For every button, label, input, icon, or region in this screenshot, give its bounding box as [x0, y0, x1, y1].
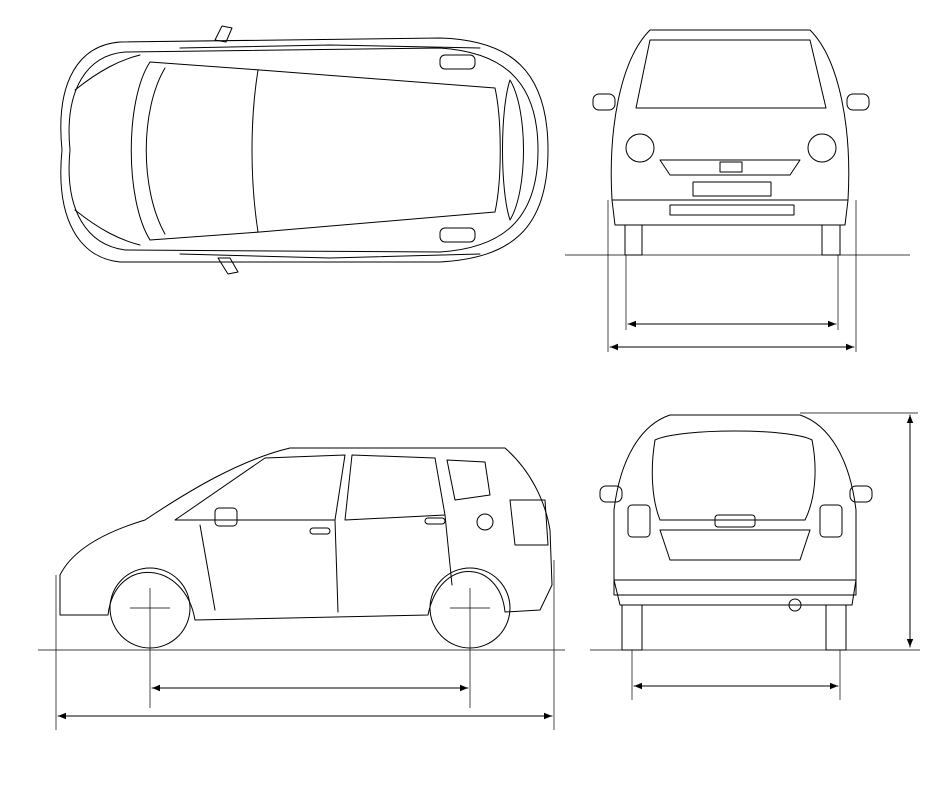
top-view — [60, 25, 549, 275]
rear-view — [590, 412, 920, 700]
front-view — [565, 29, 910, 352]
side-view — [38, 447, 565, 730]
